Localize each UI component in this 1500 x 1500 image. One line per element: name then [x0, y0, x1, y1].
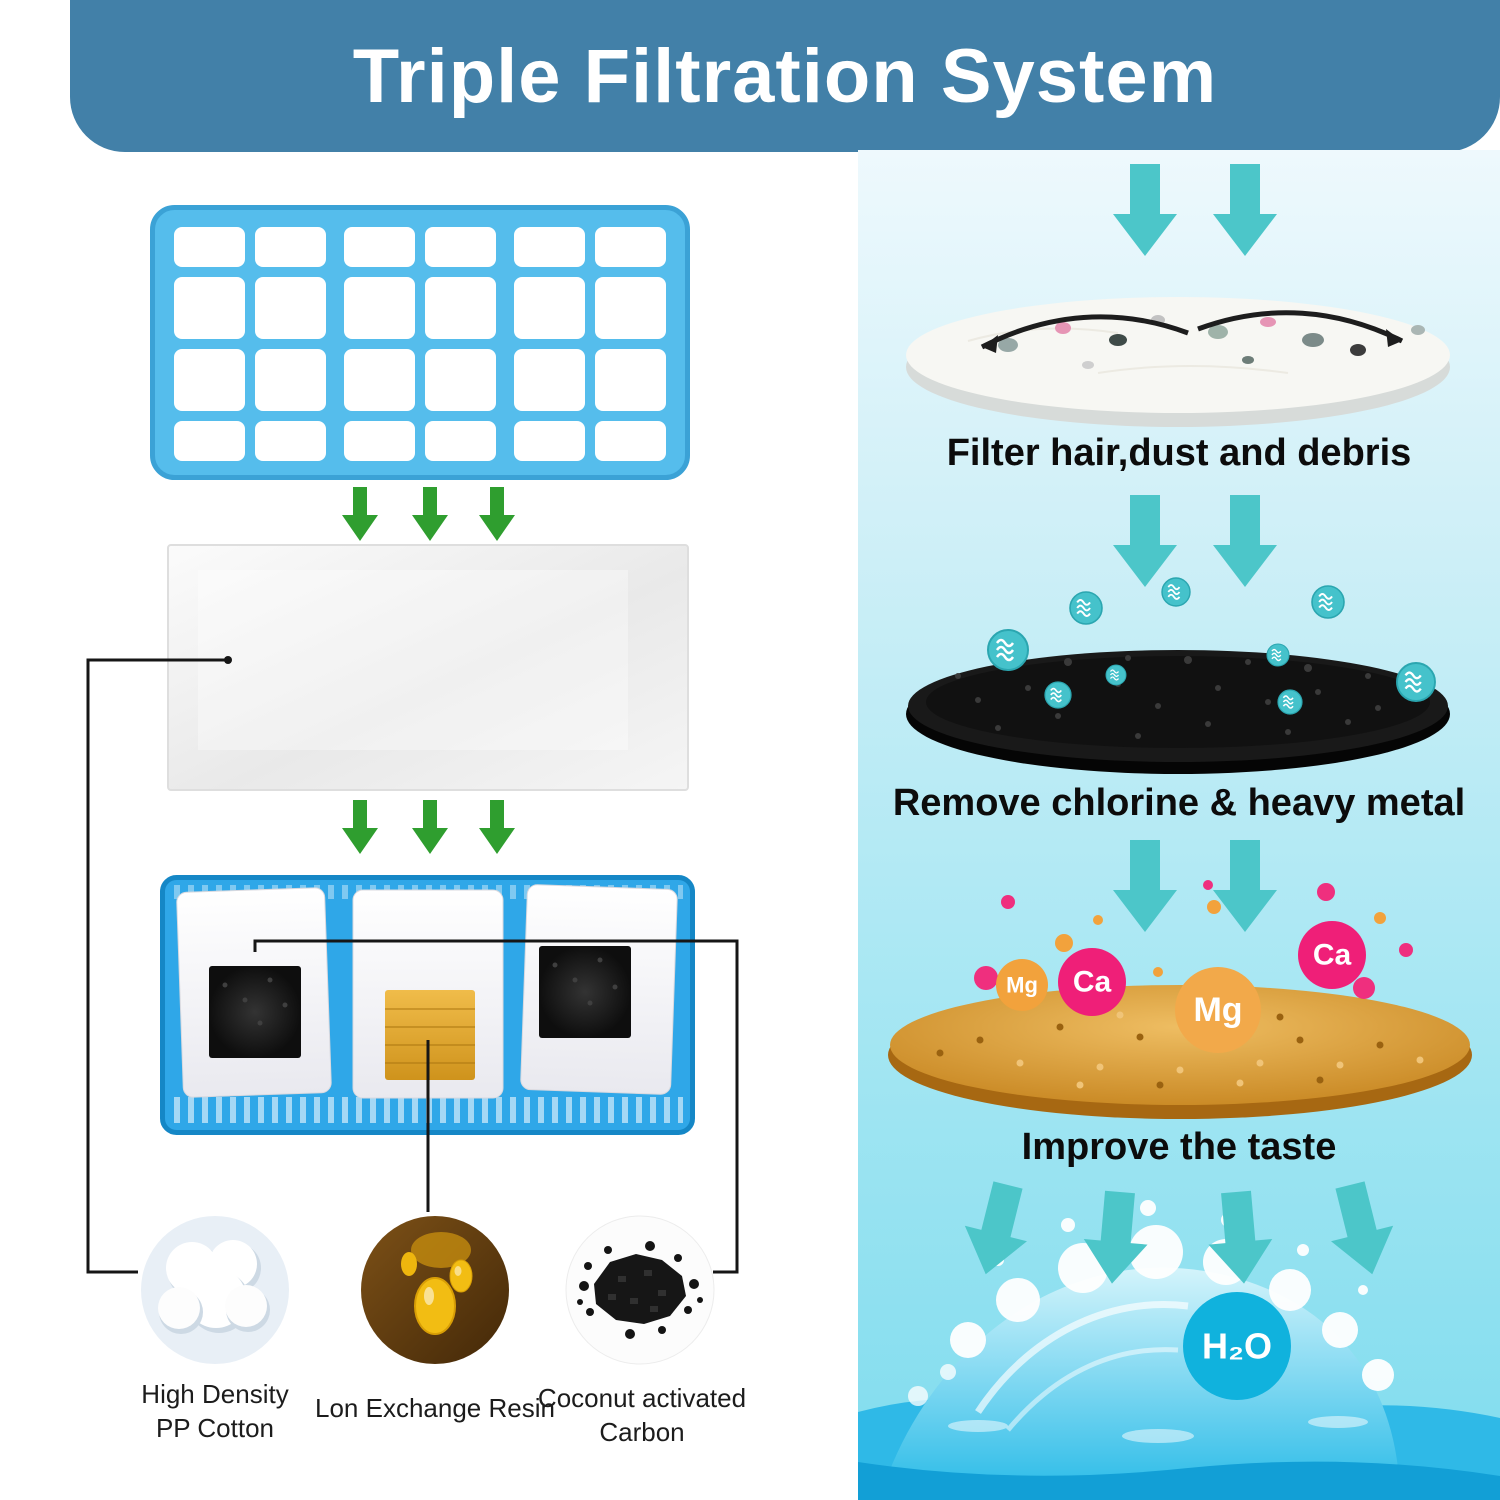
grid-cells: [174, 227, 666, 461]
mineral-label: Mg: [1193, 991, 1242, 1029]
carbon-texture: [552, 957, 618, 1006]
flow-arrows-stage3: [1113, 840, 1277, 932]
chlorine-molecule-icon: [1161, 577, 1191, 607]
fabric-filter-disc: [906, 297, 1450, 427]
label-carbon-line2: Carbon: [599, 1416, 685, 1447]
chlorine-molecule-icon: [1068, 590, 1104, 626]
step-caption-taste: Improve the taste: [1021, 1126, 1337, 1168]
resin-disc: [888, 985, 1472, 1119]
down-arrow-green-icon: [342, 800, 378, 854]
callout-anchor-dot: [224, 656, 232, 664]
carbon-crumbs: [577, 1241, 703, 1339]
carbon-disc: [906, 650, 1450, 774]
flow-arrows-stage1: [1113, 164, 1277, 256]
header-banner: Triple Filtration System: [70, 0, 1500, 152]
foam: [908, 1200, 1394, 1406]
cotton-pad: [167, 544, 689, 791]
callout-lines: [86, 658, 739, 1274]
down-arrow-teal-icon: [1113, 164, 1177, 256]
carbon-highlights: [608, 1270, 666, 1312]
step-caption-filter: Filter hair,dust and debris: [946, 432, 1412, 474]
left-diagram: [86, 205, 739, 1365]
chlorine-molecule-icon: [1395, 661, 1437, 703]
down-arrow-teal-icon: [1213, 164, 1277, 256]
mineral-label: Ca: [1073, 966, 1112, 999]
label-carbon-line1: Coconut activated: [537, 1383, 747, 1413]
down-arrow-green-icon: [412, 487, 448, 541]
h2o-label: H₂O: [1202, 1326, 1272, 1367]
label-pp-cotton-line2: PP Cotton: [155, 1412, 275, 1443]
resin-texture: [385, 1008, 475, 1064]
down-arrow-teal-icon: [1113, 840, 1177, 932]
flow-arrows-stage2: [1113, 495, 1277, 587]
label-ion-exchange-resin: Lon Exchange Resin: [295, 1392, 575, 1426]
process-art: Mg Ca Mg Ca: [858, 164, 1500, 1500]
label-pp-cotton-line1: High Density: [141, 1379, 289, 1409]
carbon-texture: [222, 977, 288, 1026]
water-splash: [858, 1200, 1500, 1500]
down-arrow-green-icon: [342, 487, 378, 541]
down-arrow-teal-icon: [1113, 495, 1177, 587]
mineral-badge-ca-right: Ca: [1298, 921, 1366, 989]
chlorine-molecule-icon: [1105, 664, 1127, 686]
carbon-photo: [565, 1215, 715, 1365]
mineral-badge-ca-left: Ca: [1058, 948, 1126, 1016]
page-title: Triple Filtration System: [352, 33, 1218, 119]
down-arrow-teal-icon: [1318, 1177, 1404, 1283]
mineral-badge-mg-small: Mg: [996, 959, 1048, 1011]
chlorine-molecule-icon: [1310, 584, 1346, 620]
down-arrow-teal-icon: [1213, 495, 1277, 587]
mineral-label: Mg: [1006, 973, 1038, 998]
label-pp-cotton: High Density PP Cotton: [105, 1378, 325, 1446]
label-activated-carbon: Coconut activated Carbon: [532, 1382, 752, 1450]
flow-arrows-left-mid: [342, 800, 515, 854]
filter-grid-tray: [150, 205, 690, 480]
flow-arrows-left-top: [342, 487, 515, 541]
down-arrow-green-icon: [479, 800, 515, 854]
cotton-photo: [141, 1216, 289, 1364]
right-process-panel: Mg Ca Mg Ca: [858, 150, 1500, 1500]
mineral-label: Ca: [1313, 939, 1352, 972]
chlorine-molecule-icon: [986, 628, 1030, 672]
resin-photo: [361, 1216, 509, 1364]
down-arrow-teal-icon: [954, 1177, 1040, 1283]
carbon-media-window-right: [539, 946, 631, 1038]
chlorine-molecule-icon: [1044, 681, 1072, 709]
deflect-arrow-icon: [980, 310, 1404, 350]
resin-media-window: [385, 990, 475, 1080]
chlorine-molecule-icon: [1266, 643, 1290, 667]
down-arrow-green-icon: [412, 800, 448, 854]
down-arrow-green-icon: [479, 487, 515, 541]
step-caption-chlorine: Remove chlorine & heavy metal: [892, 782, 1466, 824]
h2o-badge: H₂O: [1183, 1292, 1291, 1400]
down-arrow-teal-icon: [1213, 840, 1277, 932]
mineral-dots: [974, 880, 1413, 999]
mineral-badge-mg-large: Mg: [1175, 967, 1261, 1053]
carbon-media-window-left: [209, 966, 301, 1058]
chlorine-molecule-icon: [1277, 689, 1303, 715]
label-resin-line1: Lon Exchange Resin: [315, 1393, 555, 1423]
